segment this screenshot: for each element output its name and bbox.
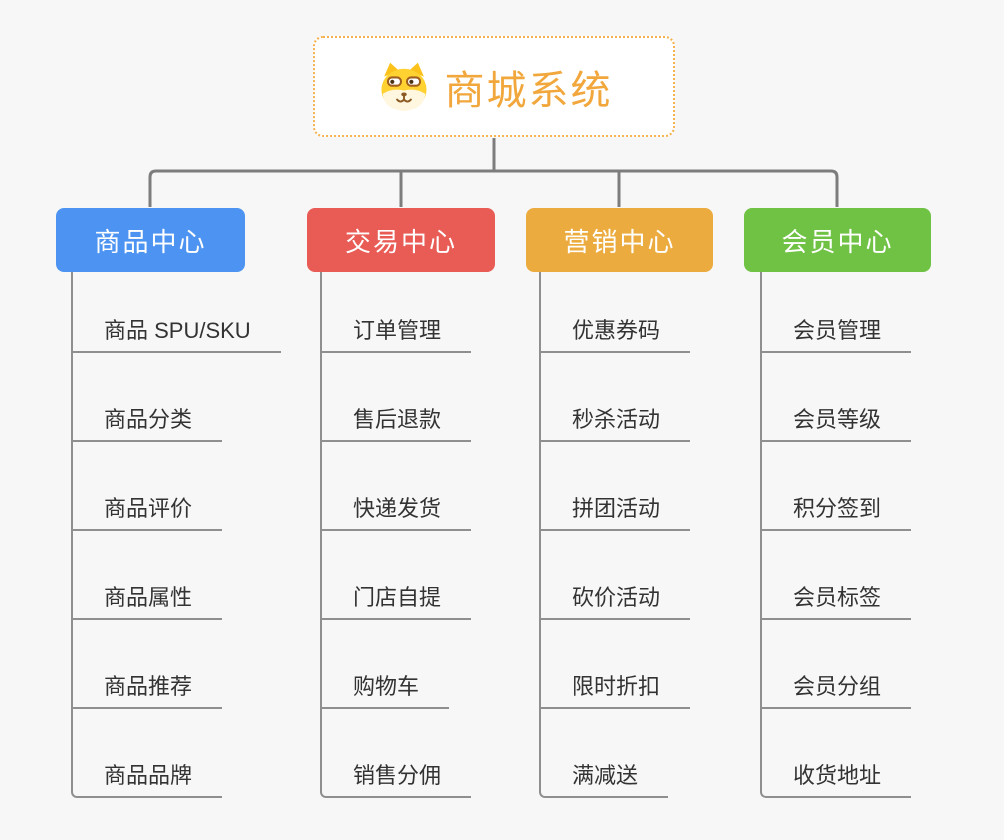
dog-face-icon <box>380 62 427 110</box>
branch-label: 交易中心 <box>344 226 457 257</box>
leaf-node[interactable]: 会员标签 <box>760 531 912 620</box>
leaf-node[interactable]: 会员管理 <box>760 272 912 353</box>
root-title: 商城系统 <box>444 68 613 113</box>
leaf-column-marketing: 优惠券码 秒杀活动 拼团活动 砍价活动 限时折扣 满减送 <box>539 272 691 798</box>
leaf-node[interactable]: 商品推荐 <box>71 620 223 709</box>
leaf-node[interactable]: 会员分组 <box>760 620 912 709</box>
leaf-node[interactable]: 秒杀活动 <box>539 353 691 442</box>
leaf-column-member: 会员管理 会员等级 积分签到 会员标签 会员分组 收货地址 <box>760 272 912 798</box>
leaf-node[interactable]: 商品 SPU/SKU <box>71 272 281 353</box>
branch-label: 会员中心 <box>781 226 894 257</box>
leaf-node[interactable]: 收货地址 <box>760 709 912 798</box>
leaf-node[interactable]: 售后退款 <box>320 353 472 442</box>
leaf-node[interactable]: 砍价活动 <box>539 531 691 620</box>
leaf-node[interactable]: 会员等级 <box>760 353 912 442</box>
leaf-column-product: 商品 SPU/SKU 商品分类 商品评价 商品属性 商品推荐 商品品牌 <box>71 272 281 798</box>
branch-node-member-center[interactable]: 会员中心 <box>744 208 931 272</box>
branch-label: 营销中心 <box>563 226 676 257</box>
leaf-node[interactable]: 积分签到 <box>760 442 912 531</box>
leaf-node[interactable]: 优惠券码 <box>539 272 691 353</box>
branch-node-marketing-center[interactable]: 营销中心 <box>526 208 713 272</box>
leaf-node[interactable]: 商品品牌 <box>71 709 223 798</box>
root-node[interactable]: 商城系统 <box>313 36 675 137</box>
leaf-column-trade: 订单管理 售后退款 快递发货 门店自提 购物车 销售分佣 <box>320 272 472 798</box>
leaf-node[interactable]: 商品评价 <box>71 442 223 531</box>
leaf-node[interactable]: 订单管理 <box>320 272 472 353</box>
leaf-node[interactable]: 快递发货 <box>320 442 472 531</box>
leaf-node[interactable]: 满减送 <box>539 709 669 798</box>
leaf-node[interactable]: 购物车 <box>320 620 450 709</box>
leaf-node[interactable]: 销售分佣 <box>320 709 472 798</box>
leaf-node[interactable]: 拼团活动 <box>539 442 691 531</box>
leaf-node[interactable]: 门店自提 <box>320 531 472 620</box>
leaf-node[interactable]: 商品属性 <box>71 531 223 620</box>
leaf-node[interactable]: 限时折扣 <box>539 620 691 709</box>
branch-label: 商品中心 <box>94 226 207 257</box>
branch-node-product-center[interactable]: 商品中心 <box>56 208 245 272</box>
branch-node-trade-center[interactable]: 交易中心 <box>307 208 495 272</box>
leaf-node[interactable]: 商品分类 <box>71 353 223 442</box>
